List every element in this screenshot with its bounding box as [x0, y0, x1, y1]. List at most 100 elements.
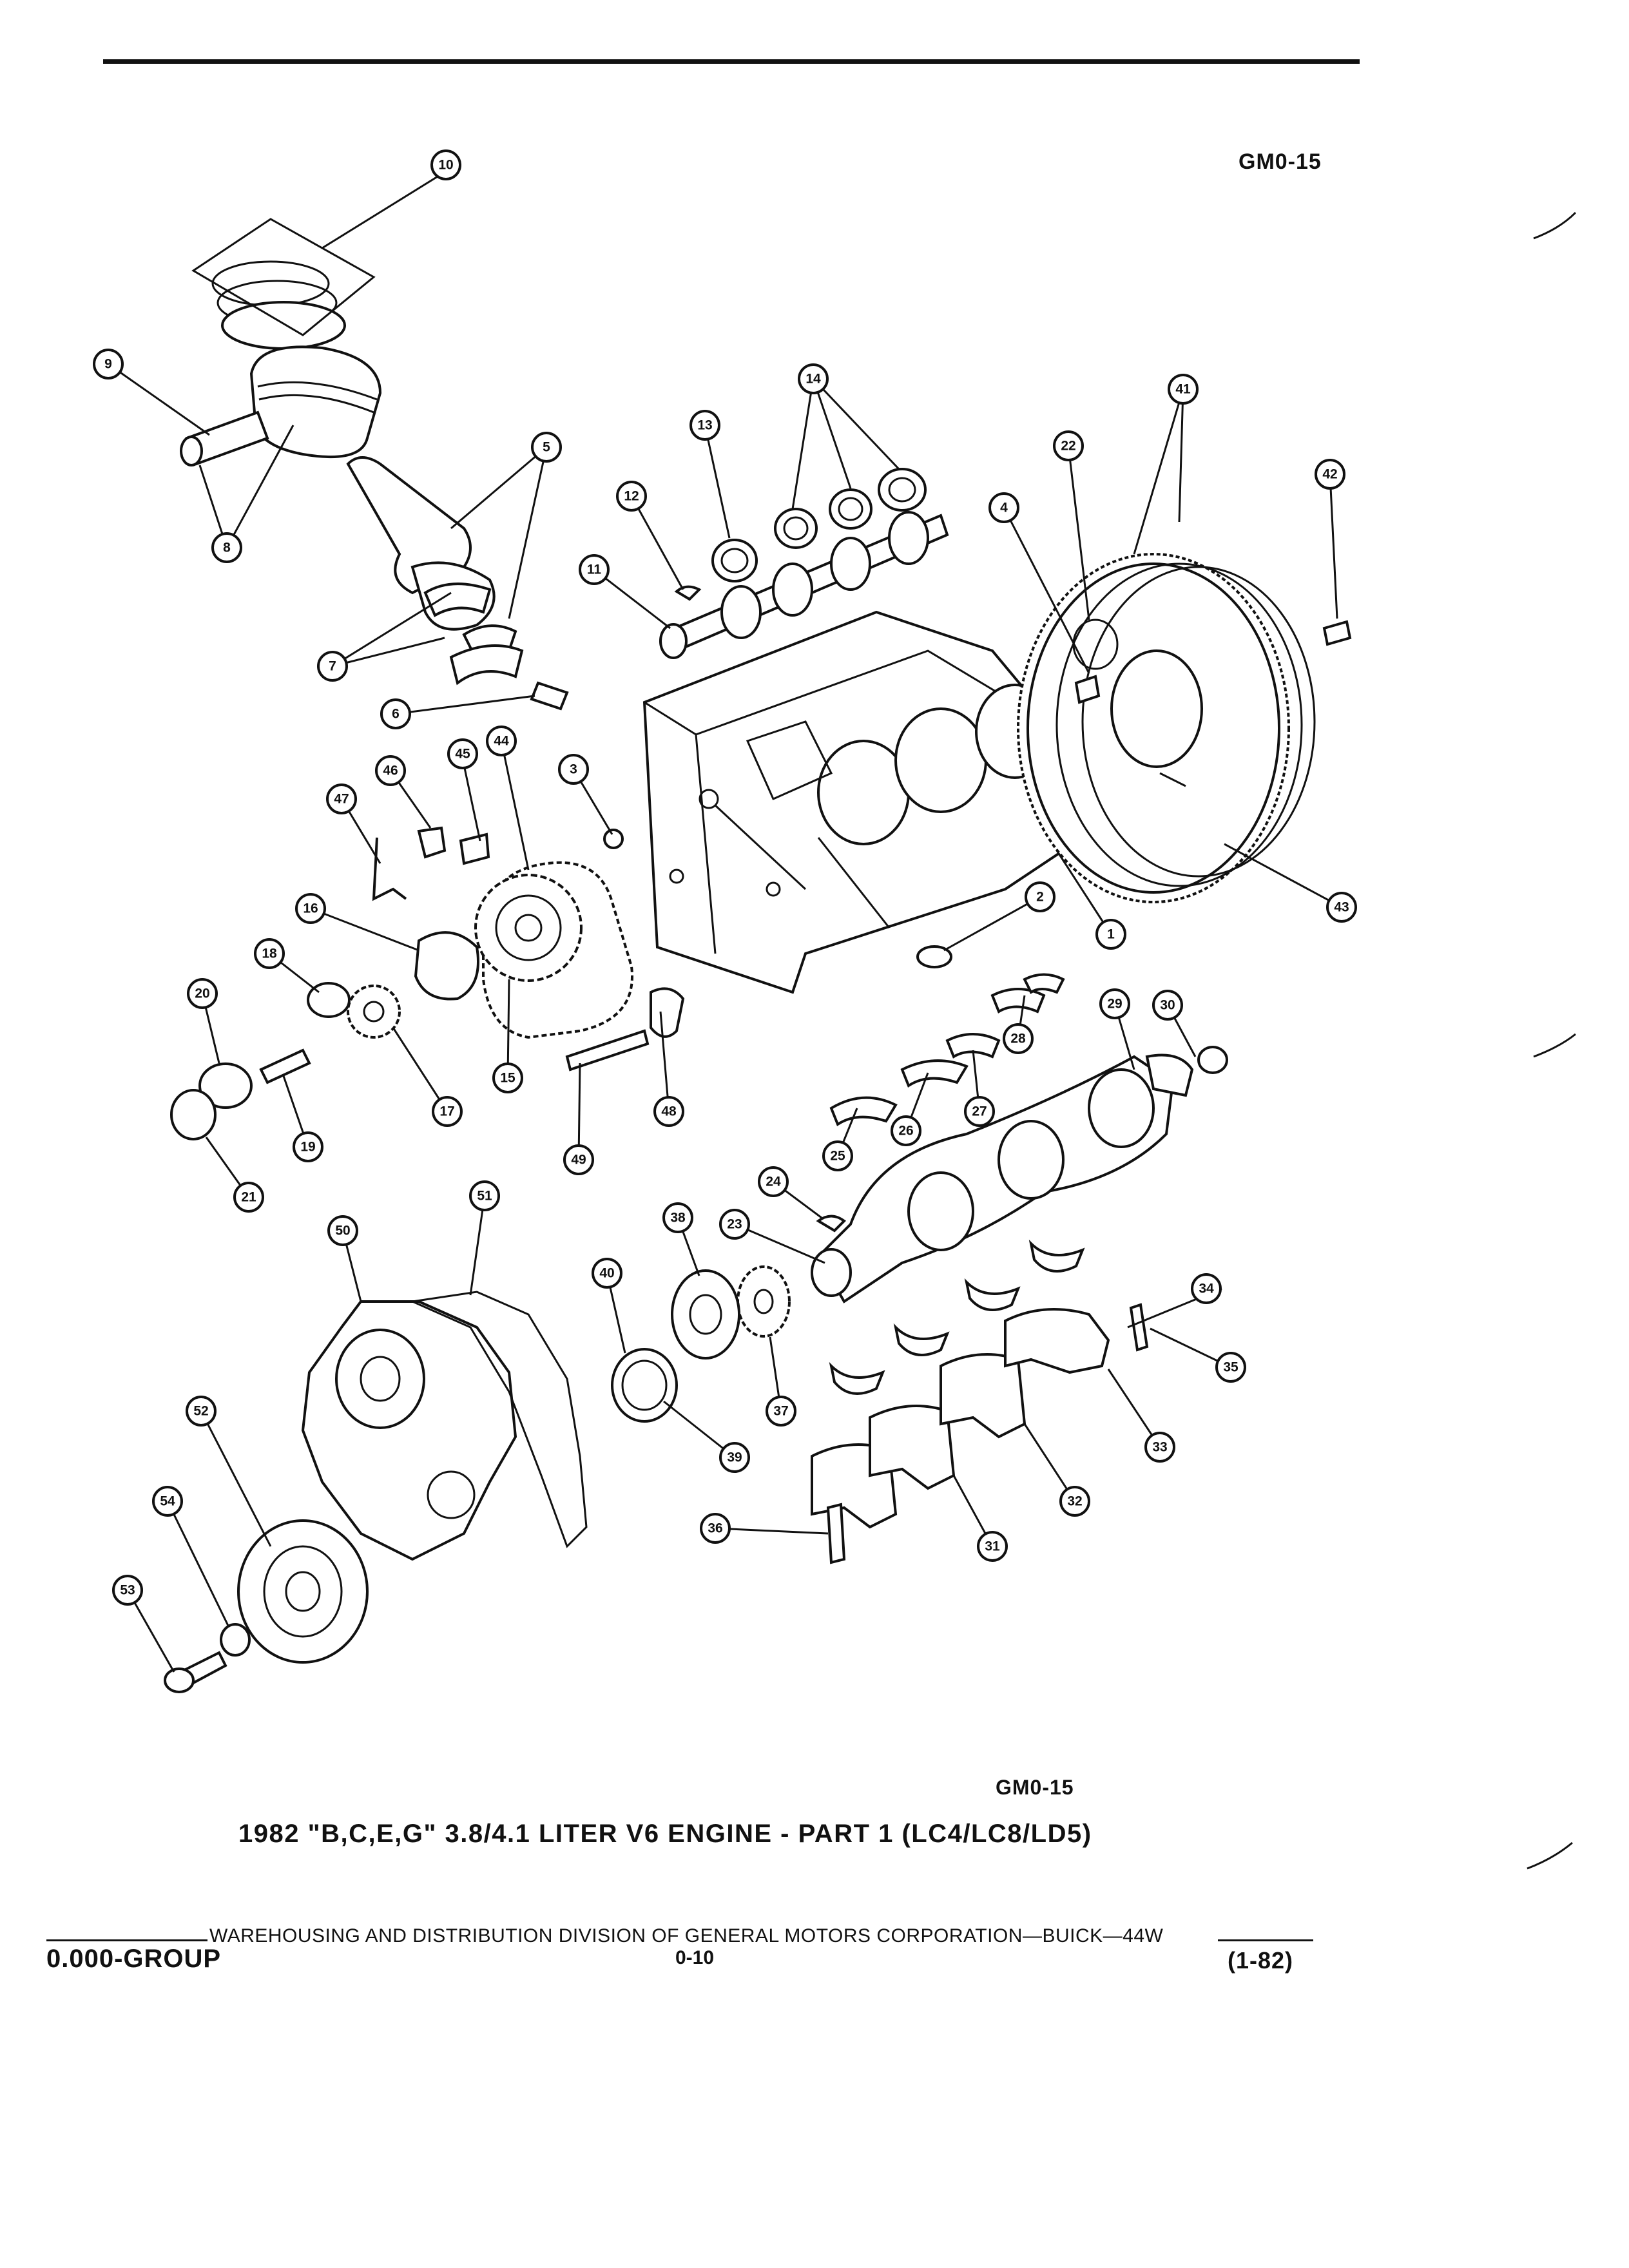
diagram-caption: 1982 "B,C,E,G" 3.8/4.1 LITER V6 ENGINE -…	[238, 1820, 1092, 1848]
thrust-bearing	[1145, 1053, 1194, 1097]
svg-text:33: 33	[1152, 1440, 1167, 1455]
svg-text:29: 29	[1107, 997, 1122, 1012]
svg-text:9: 9	[104, 357, 112, 372]
svg-text:40: 40	[599, 1266, 614, 1281]
callout-31: 31	[977, 1531, 1008, 1562]
callout-29: 29	[1099, 988, 1130, 1019]
callout-51: 51	[469, 1180, 500, 1211]
svg-text:37: 37	[773, 1404, 788, 1419]
callout-38: 38	[662, 1202, 693, 1233]
callout-14: 14	[798, 363, 829, 394]
binder-mark-2	[1533, 1033, 1576, 1058]
svg-text:41: 41	[1175, 382, 1191, 397]
block-plug	[916, 945, 952, 968]
svg-text:34: 34	[1199, 1282, 1214, 1296]
callout-41: 41	[1168, 374, 1199, 405]
callout-42: 42	[1315, 459, 1345, 490]
crankshaft-sprocket	[347, 985, 401, 1039]
pressure-valve	[259, 1048, 311, 1084]
crank-key	[816, 1215, 847, 1233]
svg-text:7: 7	[329, 659, 336, 674]
callout-54: 54	[152, 1486, 183, 1517]
pressure-spring	[198, 1062, 253, 1109]
callout-27: 27	[964, 1096, 995, 1127]
front-seal	[611, 1348, 678, 1423]
main-bearings-upper	[829, 973, 1065, 1127]
callout-9: 9	[93, 349, 124, 380]
camshaft	[659, 511, 949, 659]
crankshaft	[811, 1055, 1175, 1303]
block-dowel	[603, 829, 624, 849]
svg-text:12: 12	[624, 489, 639, 504]
callout-12: 12	[616, 481, 647, 512]
footer-group: 0.000-GROUP	[46, 1945, 222, 1973]
svg-text:11: 11	[587, 562, 602, 577]
svg-text:4: 4	[1000, 501, 1008, 515]
diagram-code-bottom: GM0-15	[996, 1776, 1074, 1799]
svg-text:19: 19	[300, 1140, 315, 1155]
callout-3: 3	[558, 754, 589, 785]
svg-text:6: 6	[392, 707, 400, 722]
svg-text:8: 8	[223, 541, 231, 555]
callout-39: 39	[719, 1442, 750, 1473]
callout-40: 40	[592, 1258, 622, 1289]
callout-43: 43	[1326, 892, 1357, 923]
cam-key	[674, 585, 702, 601]
svg-text:49: 49	[571, 1153, 586, 1168]
callout-48: 48	[653, 1096, 684, 1127]
callout-20: 20	[187, 978, 218, 1009]
callout-11: 11	[579, 554, 610, 585]
callout-15: 15	[492, 1062, 523, 1093]
svg-text:44: 44	[494, 734, 509, 749]
callout-25: 25	[822, 1140, 853, 1171]
callout-5: 5	[531, 432, 562, 463]
footer-rule-left	[46, 1939, 207, 1941]
svg-text:16: 16	[303, 901, 318, 916]
svg-text:13: 13	[697, 418, 712, 433]
callout-34: 34	[1191, 1273, 1222, 1304]
footer-date: (1-82)	[1228, 1947, 1294, 1974]
callout-7: 7	[317, 651, 348, 682]
svg-text:46: 46	[383, 764, 398, 778]
callout-4: 4	[988, 492, 1019, 523]
svg-text:17: 17	[439, 1104, 454, 1119]
callout-22: 22	[1053, 430, 1084, 461]
svg-text:15: 15	[500, 1071, 516, 1086]
svg-text:3: 3	[570, 762, 577, 777]
callout-26: 26	[891, 1115, 921, 1146]
callout-49: 49	[563, 1144, 594, 1175]
top-rule	[103, 59, 1360, 64]
svg-text:35: 35	[1223, 1360, 1239, 1375]
callout-19: 19	[293, 1131, 323, 1162]
cap-bolt	[826, 1503, 846, 1564]
callout-33: 33	[1144, 1432, 1175, 1463]
callout-30: 30	[1152, 990, 1183, 1021]
engine-block	[642, 610, 1065, 994]
svg-text:48: 48	[661, 1104, 677, 1119]
svg-text:5: 5	[543, 440, 550, 455]
rod-cap	[449, 644, 569, 711]
main-bearings-lower	[829, 1239, 1085, 1395]
svg-text:22: 22	[1061, 439, 1075, 454]
svg-text:52: 52	[193, 1404, 208, 1419]
balancer-spacer	[671, 1269, 740, 1360]
valve-cap	[170, 1089, 217, 1140]
callout-45: 45	[447, 738, 478, 769]
pilot-bushing	[1197, 1046, 1228, 1074]
binder-mark-3	[1527, 1841, 1573, 1870]
diagram-code-top: GM0-15	[1239, 149, 1322, 174]
callout-1: 1	[1095, 919, 1126, 950]
callout-18: 18	[254, 938, 285, 969]
svg-text:20: 20	[195, 986, 209, 1001]
timing-fastener	[459, 832, 490, 865]
callout-23: 23	[719, 1209, 750, 1240]
svg-text:26: 26	[898, 1124, 913, 1139]
svg-text:31: 31	[985, 1539, 1000, 1554]
svg-text:1: 1	[1107, 927, 1115, 942]
piston-rings	[191, 218, 376, 350]
svg-text:51: 51	[477, 1189, 492, 1204]
svg-text:14: 14	[805, 372, 821, 387]
callout-17: 17	[432, 1096, 463, 1127]
callout-21: 21	[233, 1182, 264, 1213]
